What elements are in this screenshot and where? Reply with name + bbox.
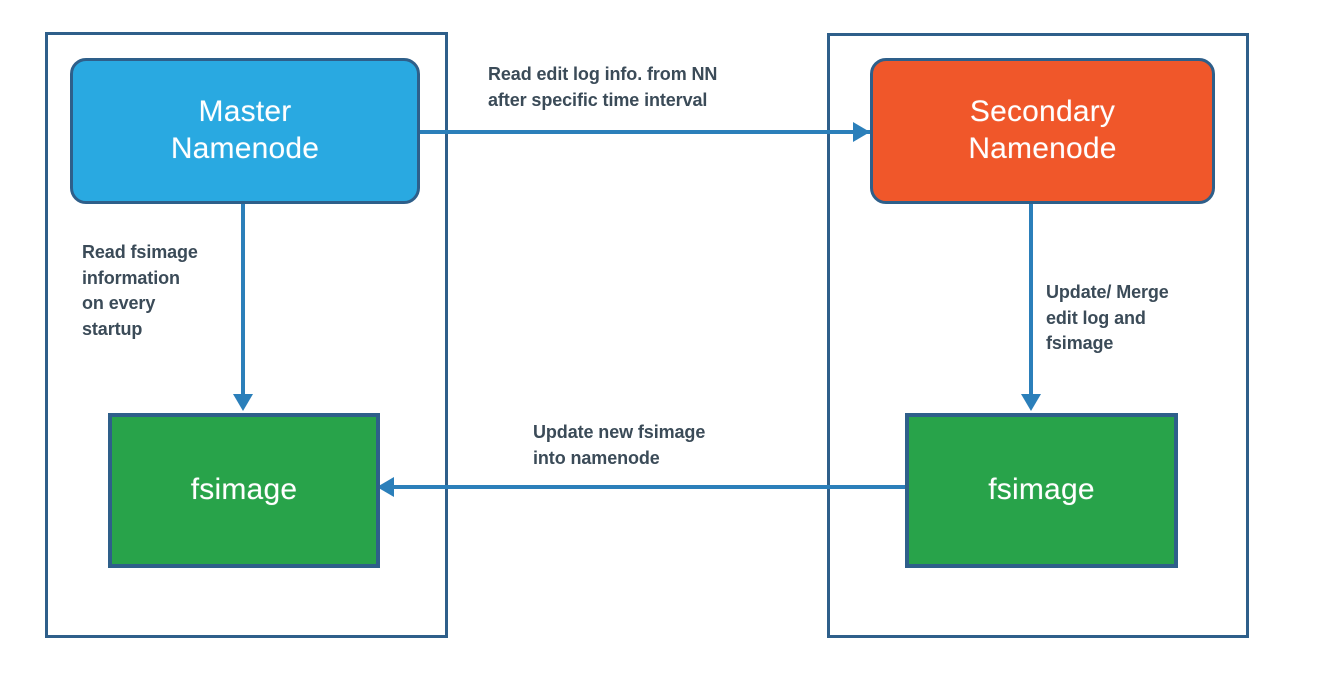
node-master-namenode[interactable]: Master Namenode (70, 58, 420, 204)
node-fsimage-secondary-label: fsimage (988, 473, 1095, 507)
edge-update-new-fsimage-line (394, 485, 905, 489)
edge-update-merge-line (1029, 204, 1033, 396)
node-fsimage-master-label: fsimage (190, 473, 298, 507)
node-fsimage-master[interactable]: fsimage (108, 413, 380, 568)
edge-update-new-fsimage-arrowhead-icon (377, 477, 394, 497)
node-secondary-namenode-label: Secondary Namenode (968, 95, 1117, 165)
master-namenode-group-frame (45, 32, 448, 638)
edge-read-edit-log-line (420, 130, 870, 134)
edge-update-merge-arrowhead-icon (1021, 394, 1041, 411)
edge-label-read-edit-log: Read edit log info. from NN after specif… (488, 64, 718, 110)
edge-label-read-fsimage: Read fsimage information on every startu… (82, 242, 198, 339)
secondary-namenode-group-frame (827, 33, 1249, 638)
edge-label-update-new-fsimage: Update new fsimage into namenode (533, 422, 706, 468)
edge-read-fsimage-arrowhead-icon (233, 394, 253, 411)
edge-read-fsimage-line (241, 204, 245, 396)
node-fsimage-secondary[interactable]: fsimage (905, 413, 1178, 568)
node-master-namenode-label: Master Namenode (170, 95, 320, 165)
edge-label-update-merge: Update/ Merge edit log and fsimage (1046, 282, 1169, 354)
edge-read-edit-log-arrowhead-icon (853, 122, 870, 142)
node-secondary-namenode[interactable]: Secondary Namenode (870, 58, 1215, 204)
